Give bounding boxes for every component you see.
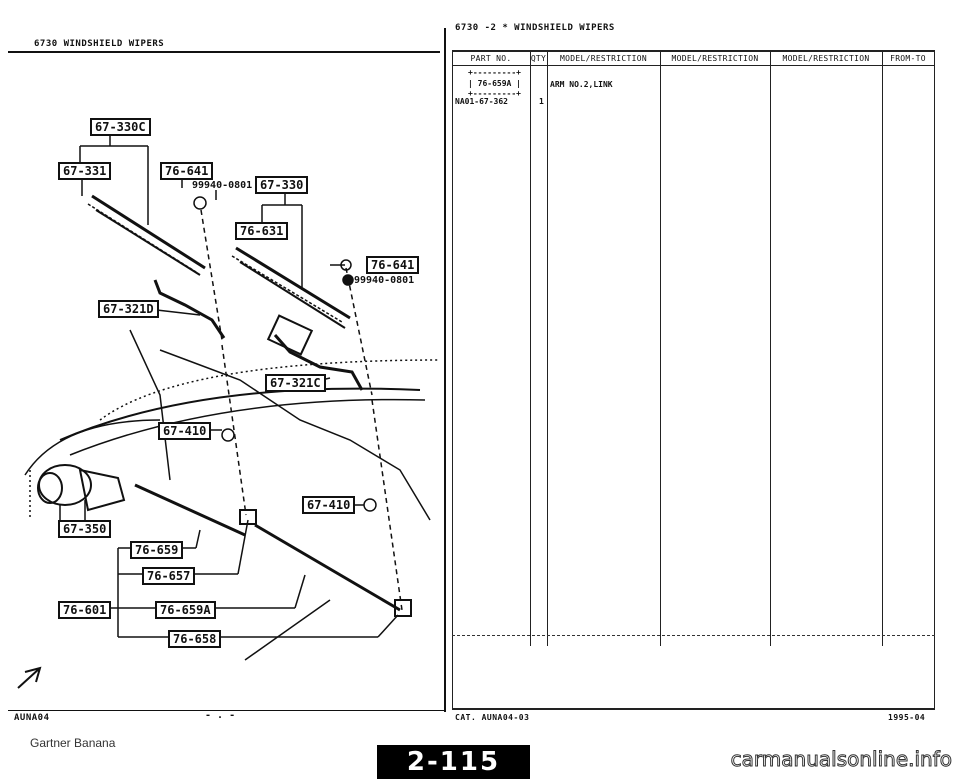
col-header-qty: QTY: [530, 54, 547, 63]
label-67-410-a: 67-410: [158, 422, 212, 440]
left-footer-dashes: - . -: [205, 710, 236, 721]
wiper-diagram: [17, 134, 441, 689]
left-page-header: 6730 WINDSHIELD WIPERS: [34, 39, 165, 49]
col-header-model-2: MODEL/RESTRICTION: [671, 54, 759, 63]
ref-box-top: +---------+: [468, 68, 521, 77]
label-67-350: 67-350: [58, 520, 112, 538]
table-header-rule: [452, 65, 935, 66]
watermark-text: carmanualsonline.info: [730, 747, 952, 772]
ref-box-label: | 76-659A |: [468, 79, 521, 88]
page-number-banner: 2-115: [377, 745, 530, 779]
label-76-601: 76-601: [58, 601, 112, 619]
left-footer-code: AUNA04: [14, 713, 50, 723]
label-67-331: 67-331: [58, 162, 112, 180]
left-header-rule: [8, 51, 440, 53]
left-footer-rule: [8, 710, 444, 711]
left-border: [444, 28, 446, 712]
table-lower-rule: [452, 635, 935, 636]
entry-part-no: NA01-67-362: [455, 97, 508, 106]
bolt-callout-a: 99940-0801: [192, 180, 253, 191]
label-76-631: 76-631: [235, 222, 289, 240]
label-67-321c: 67-321C: [265, 374, 326, 392]
label-76-659a: 76-659A: [155, 601, 216, 619]
label-67-321d: 67-321D: [98, 300, 159, 318]
col-header-from-to: FROM-TO: [890, 54, 926, 63]
table-col-divider-3: [660, 50, 661, 646]
table-right-border: [934, 50, 935, 710]
right-page-header: 6730 -2 * WINDSHIELD WIPERS: [455, 23, 615, 33]
label-76-641-b: 76-641: [366, 256, 420, 274]
label-67-330c: 67-330C: [90, 118, 151, 136]
table-left-border: [452, 50, 453, 710]
table-col-divider-5: [882, 50, 883, 646]
right-footer-date: 1995-04: [888, 713, 926, 722]
ref-box-bottom: +---------+: [468, 89, 521, 98]
label-67-410-b: 67-410: [302, 496, 356, 514]
table-col-divider-4: [770, 50, 771, 646]
entry-qty: 1: [539, 97, 544, 106]
entry-description: ARM NO.2,LINK: [550, 80, 613, 89]
table-col-divider-2: [547, 50, 548, 646]
table-top-border: [452, 50, 935, 52]
col-header-part-no: PART NO.: [470, 54, 512, 63]
table-col-divider-1: [530, 50, 531, 646]
label-76-641-a: 76-641: [160, 162, 214, 180]
label-76-657: 76-657: [142, 567, 196, 585]
label-67-330: 67-330: [255, 176, 309, 194]
col-header-model-3: MODEL/RESTRICTION: [782, 54, 870, 63]
right-footer-catalog: CAT. AUNA04-03: [455, 713, 530, 722]
col-header-model-1: MODEL/RESTRICTION: [560, 54, 647, 63]
table-bottom-border: [452, 708, 935, 710]
label-76-659: 76-659: [130, 541, 184, 559]
label-76-658: 76-658: [168, 630, 222, 648]
bolt-callout-b: 99940-0801: [354, 275, 415, 286]
credit-text: Gartner Banana: [30, 736, 116, 750]
